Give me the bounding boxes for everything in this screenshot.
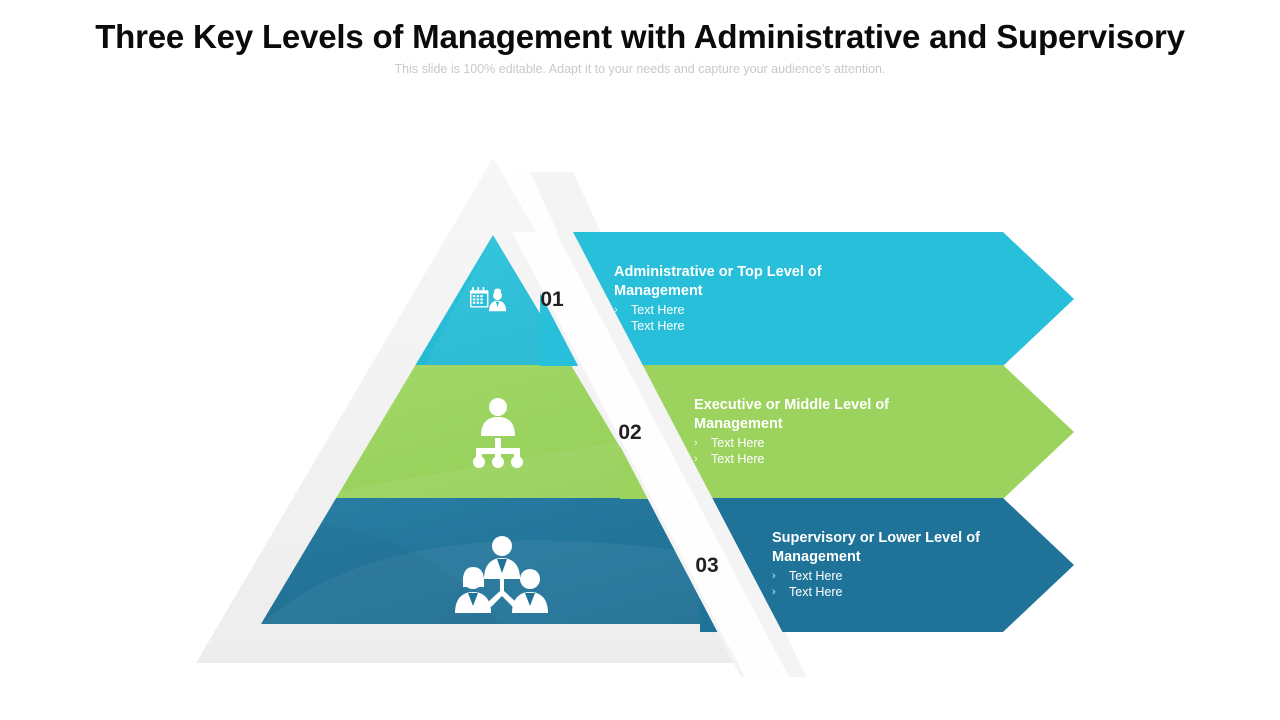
level-bullet-label: Text Here xyxy=(711,452,765,466)
level-bullet-label: Text Here xyxy=(789,585,843,599)
level-bullet-3-1: › Text Here xyxy=(772,568,1017,584)
level-bullet-label: Text Here xyxy=(631,303,685,317)
level-bullet-2-1: › Text Here xyxy=(694,435,939,451)
team-of-three-people-icon xyxy=(455,536,548,613)
chevron-right-icon: › xyxy=(614,320,618,332)
level-bullet-2-2: › Text Here xyxy=(694,451,939,467)
level-title-3: Supervisory or Lower Level of Management xyxy=(772,530,980,565)
diagonal-separator-band-overlay xyxy=(508,232,806,677)
level-number-1: 01 xyxy=(540,288,564,311)
slide-header: Three Key Levels of Management with Admi… xyxy=(0,0,1280,92)
level-text-block-3: Supervisory or Lower Level of Management… xyxy=(772,529,1017,600)
level-title-1: Administrative or Top Level of Managemen… xyxy=(614,264,822,299)
chevron-right-icon: › xyxy=(694,453,698,465)
chevron-right-icon: › xyxy=(614,304,618,316)
person-with-calendar-icon xyxy=(470,287,507,312)
level-bullet-label: Text Here xyxy=(631,319,685,333)
level-text-block-2: Executive or Middle Level of Management … xyxy=(694,396,939,467)
arrow-band-2[interactable] xyxy=(620,365,1074,499)
level-number-2: 02 xyxy=(618,421,641,444)
org-chart-hierarchy-icon xyxy=(473,398,523,468)
level-bullet-1-1: › Text Here xyxy=(614,302,859,318)
page-title: Three Key Levels of Management with Admi… xyxy=(95,18,1185,55)
level-bullet-3-2: › Text Here xyxy=(772,584,1017,600)
chevron-right-icon: › xyxy=(772,570,776,582)
level-text-block-1: Administrative or Top Level of Managemen… xyxy=(614,263,859,334)
level-bullet-1-2: › Text Here xyxy=(614,318,859,334)
page-subtitle: This slide is 100% editable. Adapt it to… xyxy=(394,62,886,76)
arrow-band-1[interactable] xyxy=(540,232,1074,366)
level-title-2: Executive or Middle Level of Management xyxy=(694,397,889,432)
level-bullet-label: Text Here xyxy=(711,436,765,450)
arrow-band-3[interactable] xyxy=(700,498,1074,632)
level-number-3: 03 xyxy=(695,554,718,577)
chevron-right-icon: › xyxy=(772,586,776,598)
chevron-right-icon: › xyxy=(694,437,698,449)
level-bullet-label: Text Here xyxy=(789,569,843,583)
